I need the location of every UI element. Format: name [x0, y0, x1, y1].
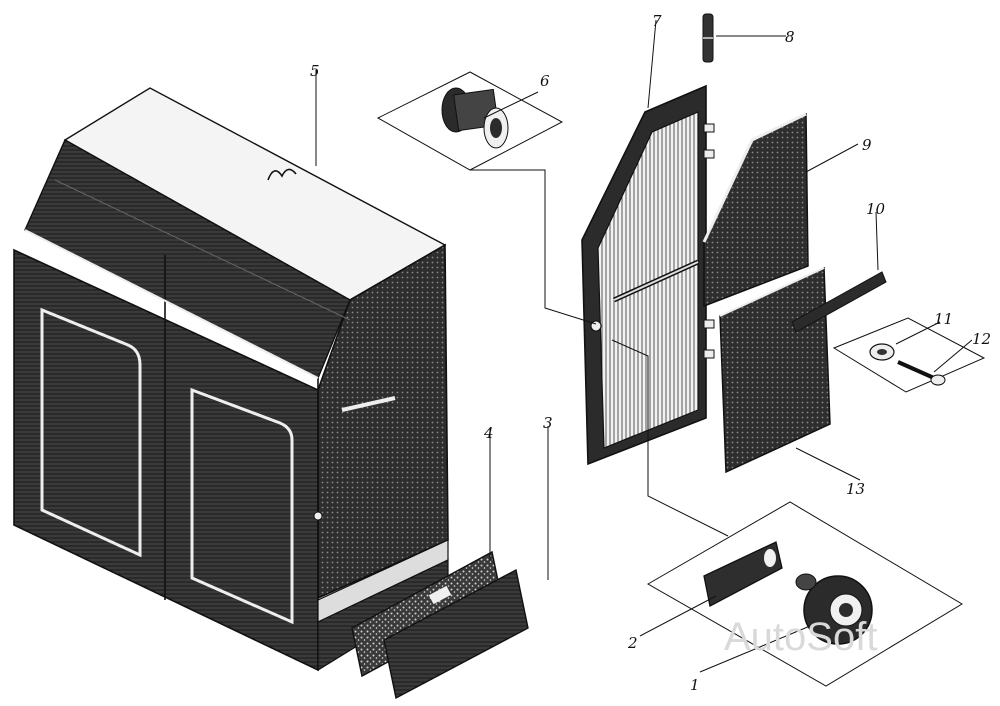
callout-9: 9 [862, 136, 872, 154]
lower-panel-13 [719, 266, 831, 474]
strip-10 [791, 271, 887, 333]
callout-10: 10 [866, 200, 886, 218]
callout-7: 7 [652, 12, 662, 30]
callout-3: 3 [543, 414, 553, 432]
cabin-housing [13, 87, 449, 672]
panel-3 [383, 568, 529, 700]
callout-12: 12 [972, 330, 991, 348]
callout-labels: 1 2 3 4 5 6 7 8 9 10 11 12 13 [310, 12, 991, 694]
callout-5: 5 [310, 62, 320, 80]
fastener-plate [832, 317, 986, 393]
callout-4: 4 [483, 424, 494, 442]
callout-11: 11 [934, 310, 953, 328]
callout-6: 6 [540, 72, 550, 90]
callout-2: 2 [627, 634, 638, 652]
leader-lines [315, 19, 973, 673]
pin-8 [702, 13, 714, 63]
door-frame-7 [581, 84, 715, 466]
callout-1: 1 [690, 676, 700, 694]
watermark: AutoSoft [724, 615, 877, 659]
lock-plate [646, 501, 963, 687]
upper-panel-9 [702, 112, 809, 308]
callout-13: 13 [846, 480, 865, 498]
callout-8: 8 [785, 28, 795, 46]
bushing-plate-6 [376, 71, 564, 171]
